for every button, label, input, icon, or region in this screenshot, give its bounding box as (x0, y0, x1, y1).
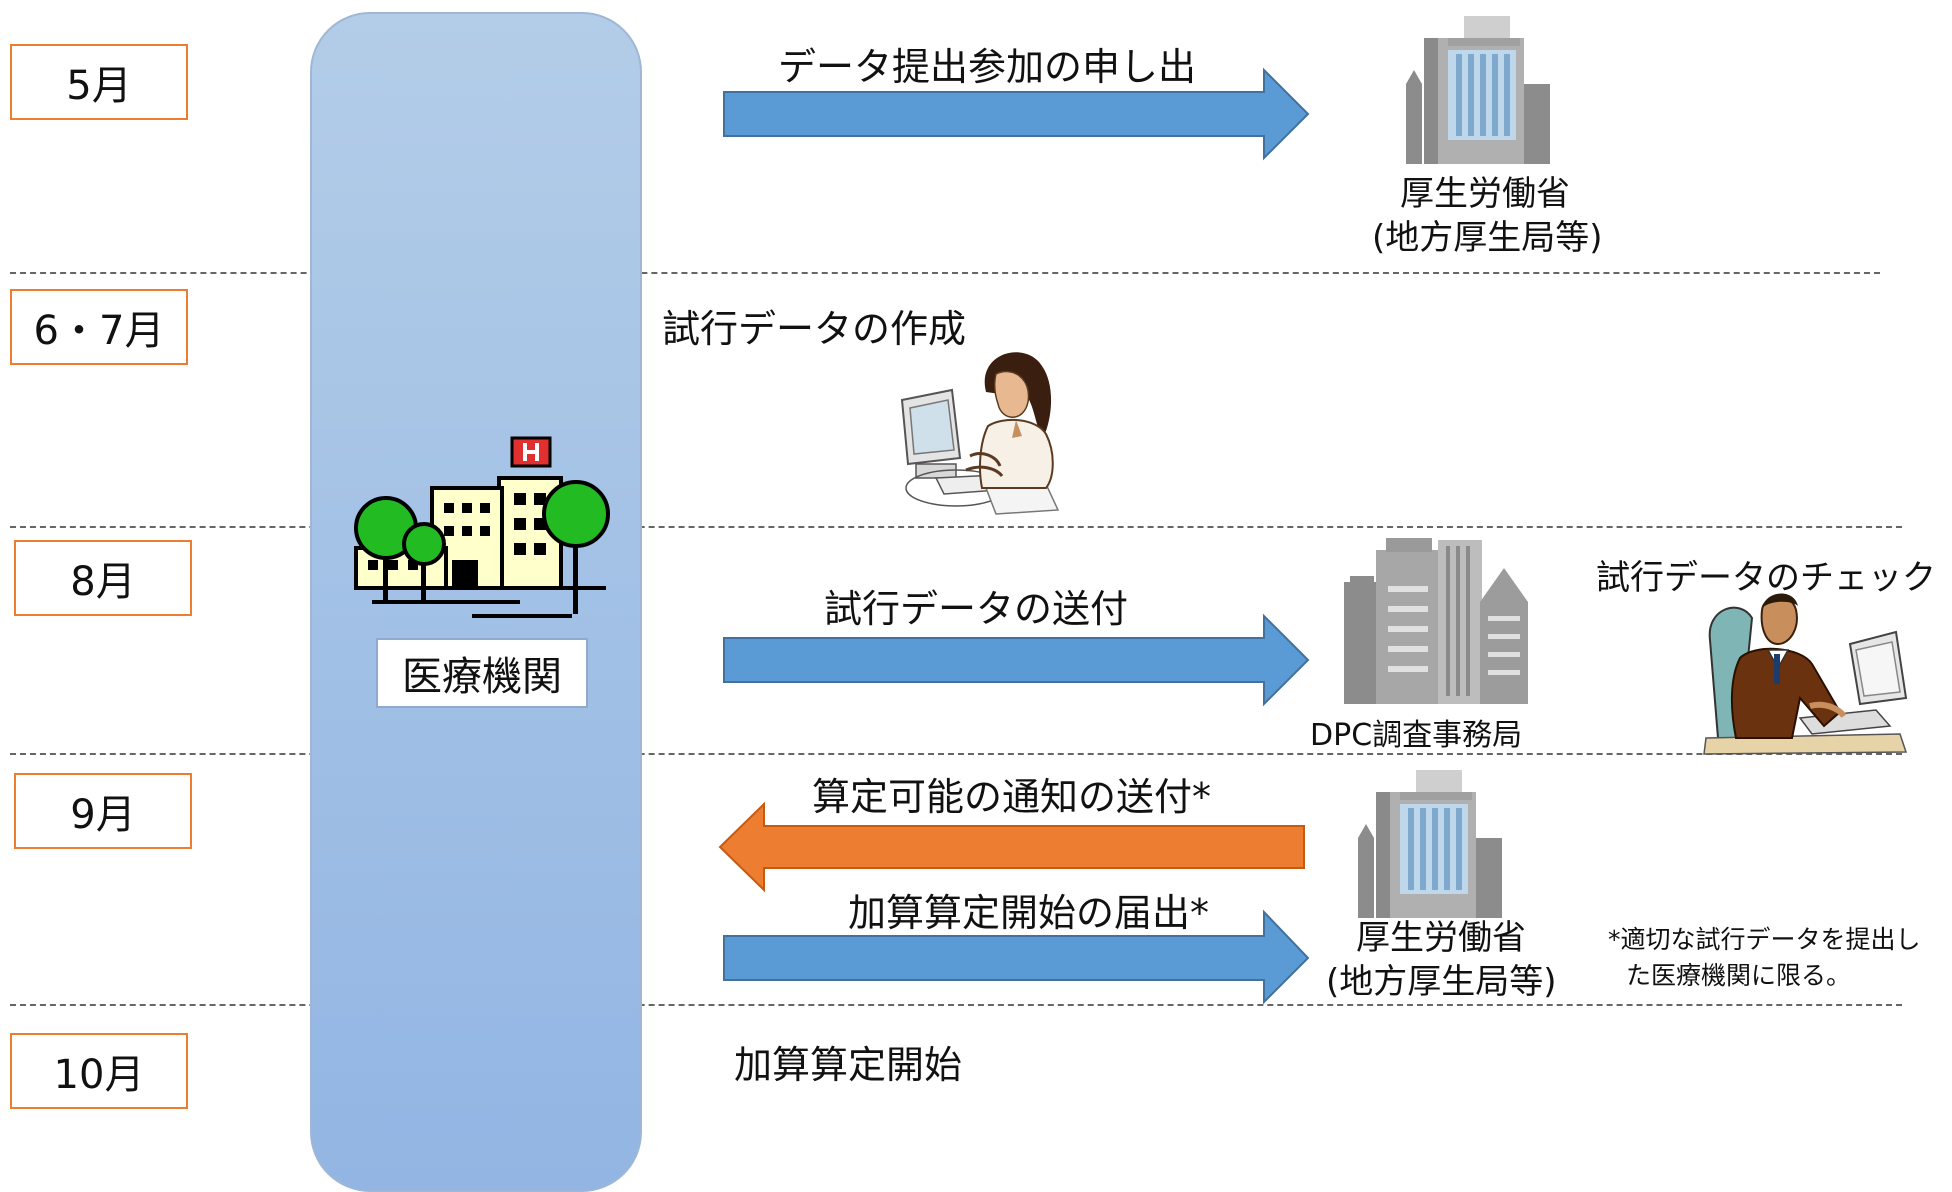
separator-1 (10, 272, 1880, 274)
separator-4 (10, 1004, 1902, 1006)
dpc-office-building-icon (1344, 538, 1528, 704)
arrow-may-forward (723, 67, 1310, 161)
woman-at-computer-illustration (900, 352, 1060, 515)
ministry-sub-sep: (地方厚生局等) (1326, 962, 1557, 1002)
separator-3 (10, 753, 1902, 755)
footnote-line1: *適切な試行データを提出し (1608, 925, 1921, 954)
arrow-sep-forward (723, 909, 1310, 1004)
month-aug: 8月 (14, 540, 192, 616)
dpc-office-name: DPC調査事務局 (1310, 718, 1523, 753)
ministry-building-icon (1406, 16, 1550, 164)
month-jun-jul: 6・7月 (10, 289, 188, 365)
step-participation-request: データ提出参加の申し出 (778, 45, 1197, 89)
step-trial-data-creation: 試行データの作成 (662, 307, 967, 351)
ministry-name: 厚生労働省 (1400, 174, 1570, 214)
arrow-aug-forward (723, 613, 1310, 707)
step-calc-start: 加算算定開始 (734, 1043, 963, 1087)
step-calc-submit: 加算算定開始の届出* (848, 891, 1210, 935)
month-oct: 10月 (10, 1033, 188, 1109)
ministry-name-sep: 厚生労働省 (1356, 918, 1526, 958)
ministry-building-icon-sep (1358, 770, 1502, 918)
footnote-line2: た医療機関に限る。 (1626, 961, 1852, 990)
month-sep: 9月 (14, 773, 192, 849)
ministry-sub: (地方厚生局等) (1372, 218, 1603, 258)
step-trial-data-check: 試行データのチェック (1596, 558, 1936, 598)
month-may: 5月 (10, 44, 188, 120)
arrow-sep-return (718, 801, 1305, 893)
step-calc-notice: 算定可能の通知の送付* (812, 775, 1212, 819)
institution-label: 医療機関 (376, 638, 588, 708)
step-trial-data-send: 試行データの送付 (824, 587, 1129, 631)
hospital-icon (354, 436, 610, 618)
man-at-computer-illustration (1703, 593, 1908, 755)
separator-2 (10, 526, 1902, 528)
